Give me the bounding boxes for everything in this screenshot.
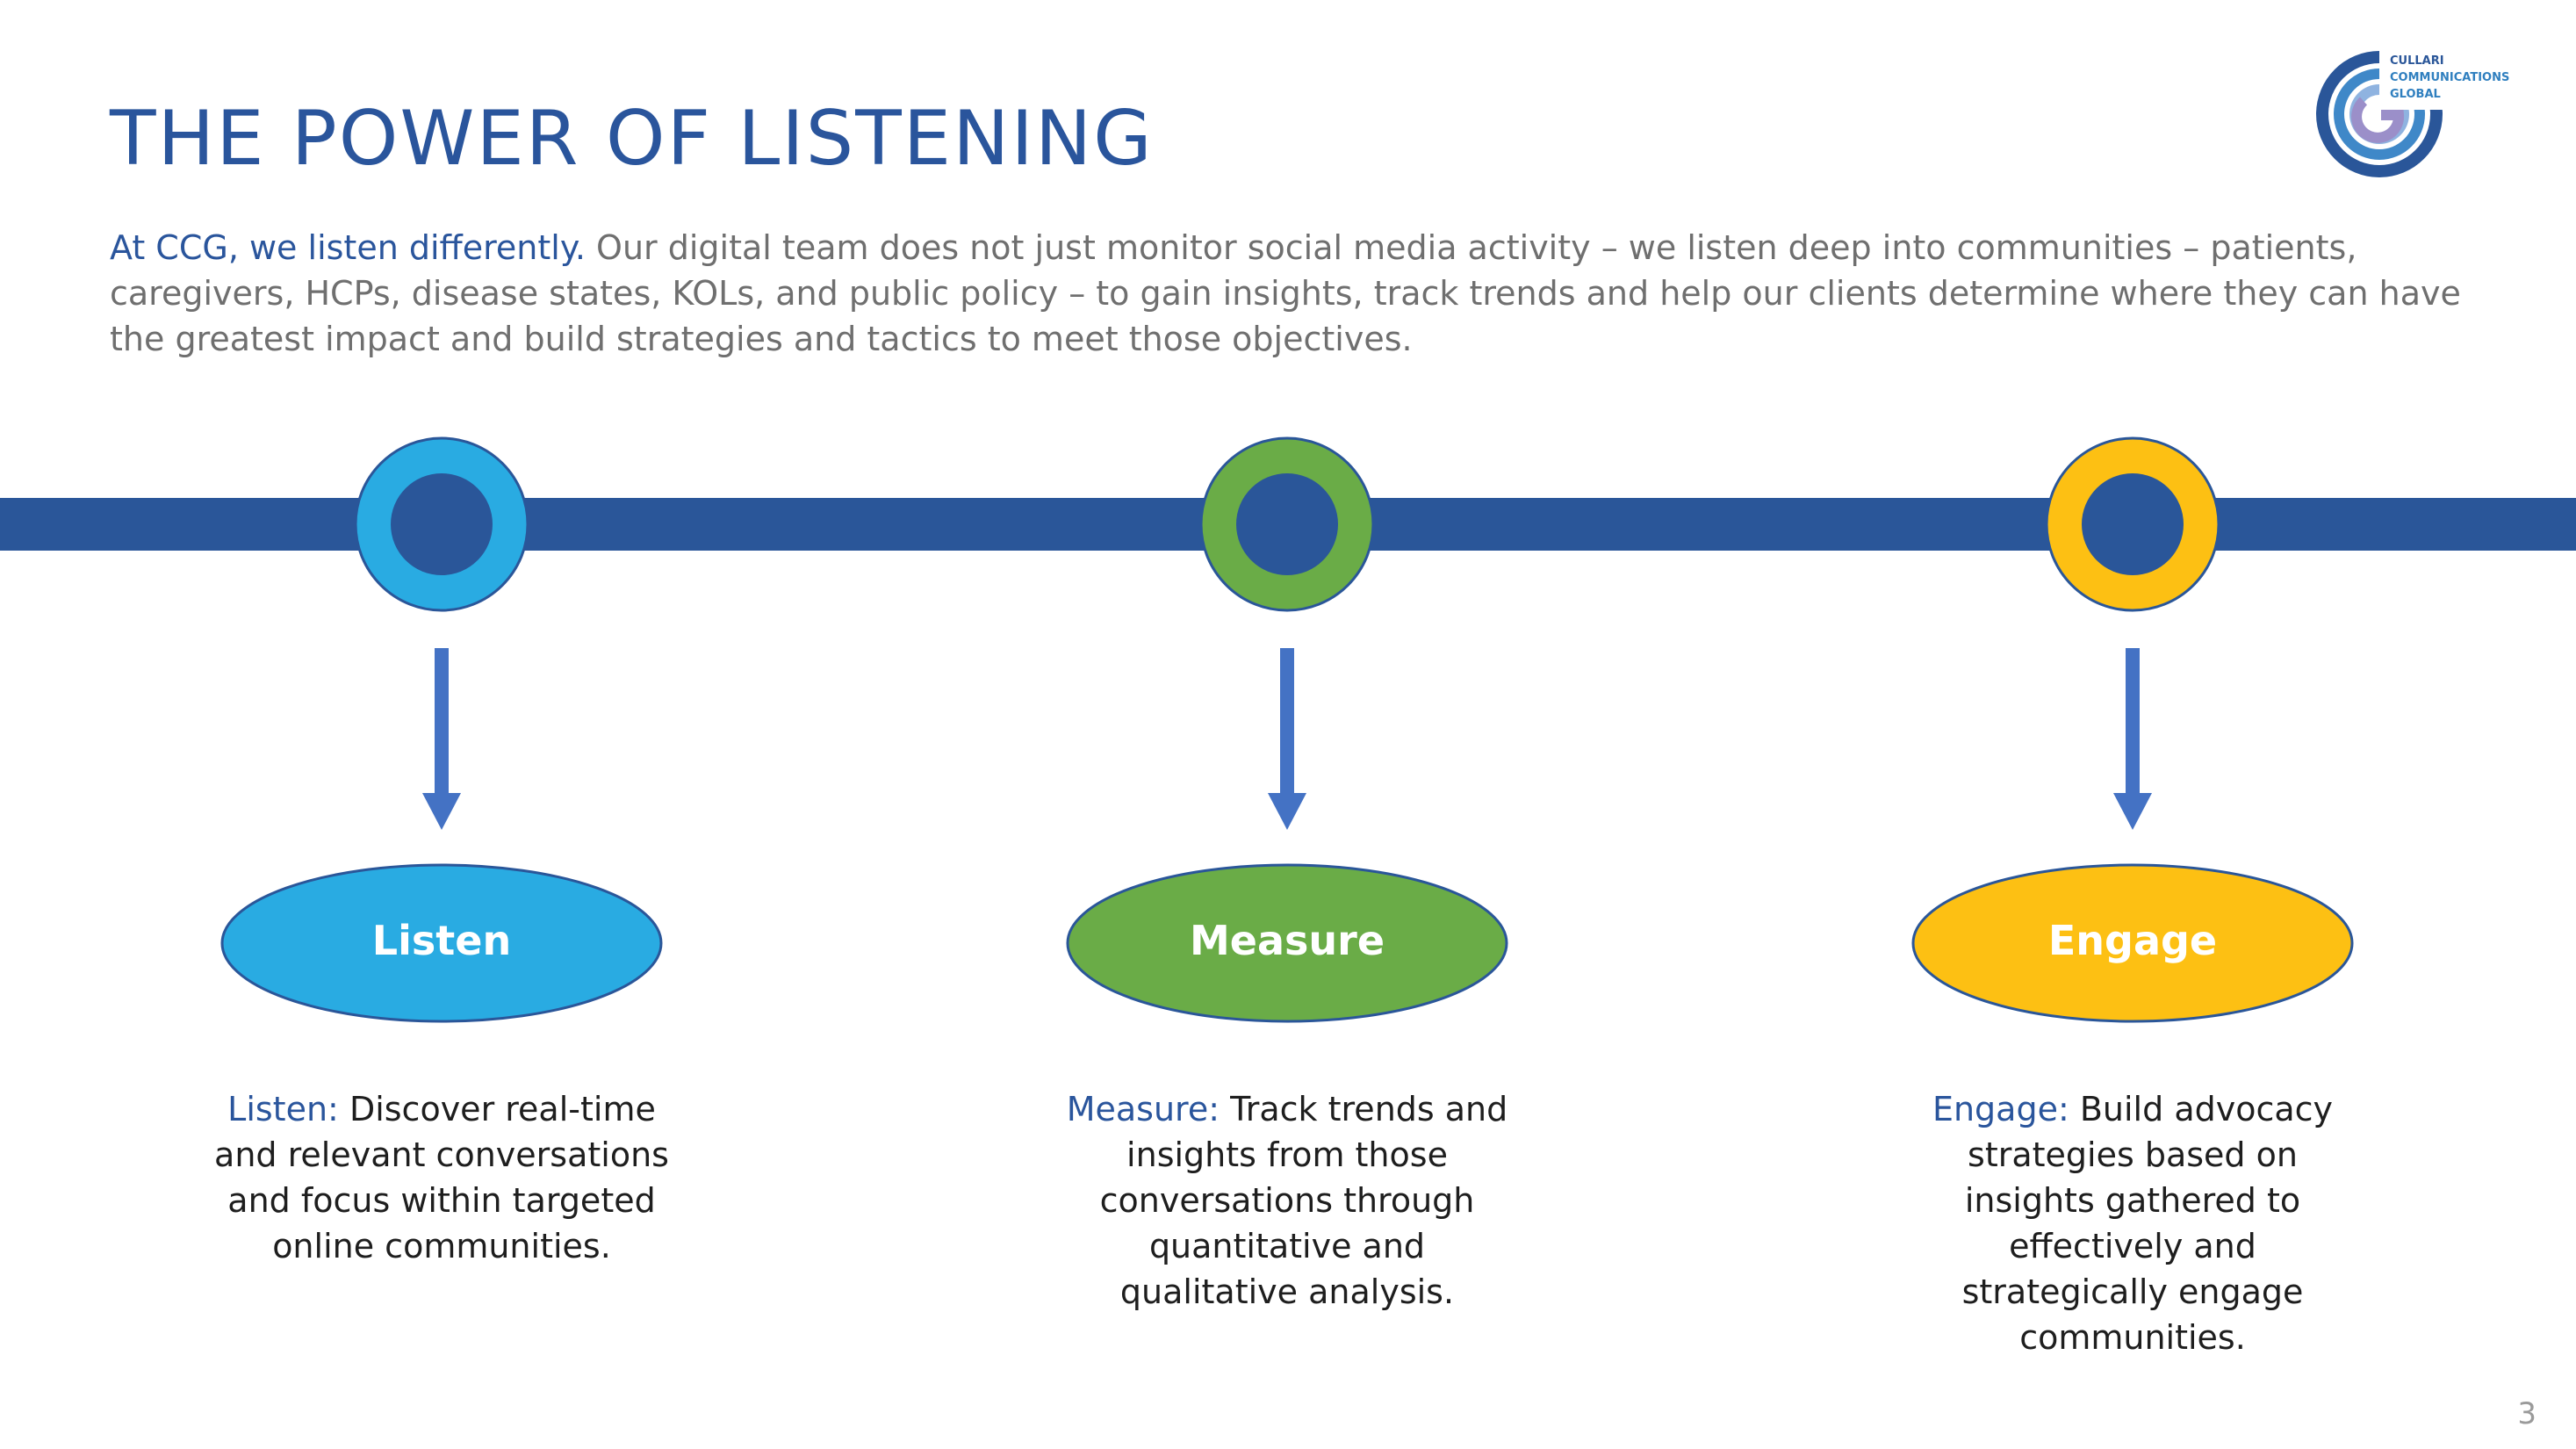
intro-body: Our digital team does not just monitor s… [110, 228, 2461, 358]
step-desc-text-listen: Discover real-time and relevant conversa… [214, 1090, 669, 1265]
page-number: 3 [2517, 1396, 2536, 1431]
step-desc-label-listen: Listen: [227, 1090, 339, 1128]
step-desc-text-measure: Track trends and insights from those con… [1099, 1090, 1508, 1311]
step-desc-measure: Measure: Track trends and insights from … [1059, 1086, 1515, 1315]
arrow-shaft-measure [1280, 648, 1294, 793]
step-ellipse-listen [220, 863, 663, 1023]
step-desc-listen: Listen: Discover real-time and relevant … [213, 1086, 670, 1269]
step-desc-label-measure: Measure: [1066, 1090, 1220, 1128]
step-ellipse-measure [1066, 863, 1508, 1023]
logo-text: CULLARI COMMUNICATIONS GLOBAL [2390, 53, 2509, 103]
step-desc-engage: Engage: Build advocacy strategies based … [1904, 1086, 2361, 1360]
step-desc-text-engage: Build advocacy strategies based on insig… [1961, 1090, 2334, 1357]
arrow-down-icon-measure [1268, 793, 1306, 830]
step-label-engage: Engage [2047, 917, 2218, 964]
step-ellipse-engage [1911, 863, 2354, 1023]
ccg-logo [2316, 48, 2458, 177]
step-label-measure: Measure [1189, 917, 1385, 964]
arrow-down-icon-engage [2113, 793, 2152, 830]
logo-line-1: CULLARI [2390, 54, 2444, 68]
logo-line-2: COMMUNICATIONS [2390, 71, 2510, 84]
slide-title: THE POWER OF LISTENING [110, 95, 1154, 183]
timeline-node-center-listen [391, 473, 493, 575]
timeline-node-center-measure [1236, 473, 1338, 575]
intro-paragraph: At CCG, we listen differently. Our digit… [110, 225, 2515, 362]
arrow-down-icon-listen [422, 793, 461, 830]
logo-line-3: GLOBAL [2390, 88, 2441, 101]
intro-lead: At CCG, we listen differently. [110, 228, 586, 267]
timeline-node-center-engage [2082, 473, 2184, 575]
arrow-shaft-listen [435, 648, 449, 793]
step-label-listen: Listen [371, 917, 512, 964]
step-desc-label-engage: Engage: [1932, 1090, 2069, 1128]
arrow-shaft-engage [2126, 648, 2140, 793]
